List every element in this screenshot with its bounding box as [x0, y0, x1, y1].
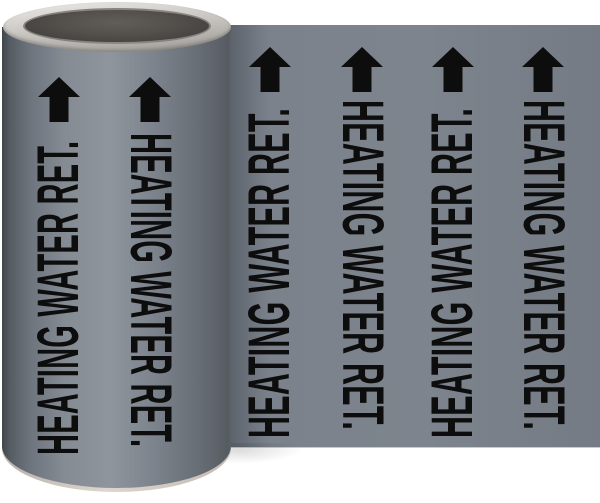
pipe-marker-column: HEATING WATER RET. [14, 0, 104, 503]
up-arrow-icon [129, 77, 171, 122]
up-arrow-icon [341, 47, 383, 92]
up-arrow-icon [249, 47, 291, 92]
roll-core [23, 8, 211, 44]
roll-top-face [3, 2, 231, 52]
up-arrow-icon [38, 77, 80, 122]
tape-drop-shadow [208, 443, 308, 465]
pipe-marker-column: HEATING WATER RET. [225, 0, 315, 503]
pipe-marker-column: HEATING WATER RET. [105, 0, 195, 503]
pipe-legend-text: HEATING WATER RET. [511, 100, 576, 431]
up-arrow-icon [522, 47, 564, 92]
pipe-marker-column: HEATING WATER RET. [498, 0, 588, 503]
roll-bottom-rim [2, 27, 231, 492]
pipe-legend-text: HEATING WATER RET. [237, 107, 302, 439]
pipe-legend-text: HEATING WATER RET. [118, 133, 183, 448]
pipe-legend-text: HEATING WATER RET. [420, 107, 485, 439]
pipe-marker-column: HEATING WATER RET. [408, 0, 498, 503]
pipe-legend-text: HEATING WATER RET. [26, 140, 91, 455]
pipe-marker-column: HEATING WATER RET. [317, 0, 407, 503]
pipe-legend-text: HEATING WATER RET. [330, 100, 395, 431]
roll-side [2, 27, 231, 488]
tape-strip [222, 25, 600, 447]
up-arrow-icon [432, 47, 474, 92]
